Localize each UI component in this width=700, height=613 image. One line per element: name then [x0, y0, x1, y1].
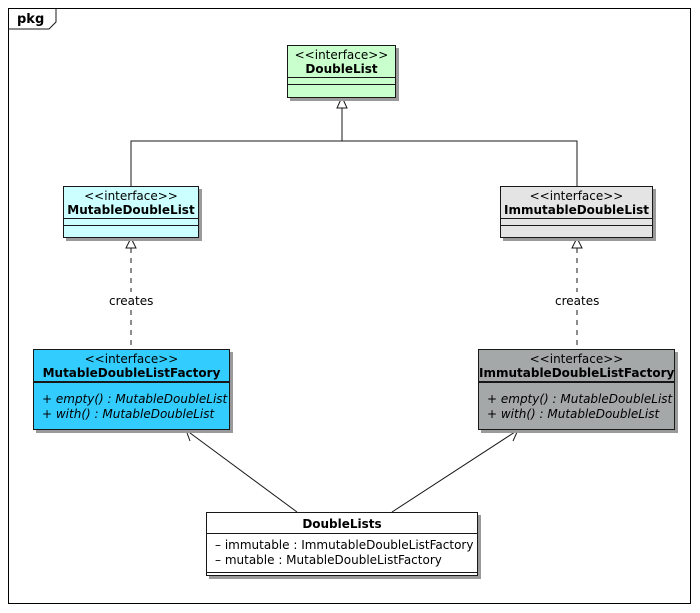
operations-compartment: + empty() : MutableDoubleList + with() :…: [34, 382, 229, 425]
immutable-double-list-class: <<interface>> ImmutableDoubleList: [500, 186, 653, 238]
generalization-line-left: [130, 108, 343, 186]
class-name: DoubleLists: [302, 517, 382, 531]
class-name: MutableDoubleListFactory: [42, 366, 221, 380]
operation-with: + with() : MutableDoubleList: [487, 407, 660, 421]
operations-compartment: [207, 572, 477, 573]
generalization-line-right: [342, 140, 578, 186]
class-name: ImmutableDoubleList: [504, 203, 649, 217]
association-line-mutable-factory: [185, 429, 298, 513]
class-name: MutableDoubleList: [67, 203, 195, 217]
operations-compartment: [64, 225, 198, 226]
class-stereotype: <<interface>>: [529, 352, 624, 366]
creates-label-left: creates: [109, 294, 154, 308]
generalization-arrowhead-doublelist: [336, 95, 348, 109]
double-list-class: <<interface>> DoubleList: [287, 45, 396, 98]
attributes-compartment: – immutable : ImmutableDoubleListFactory…: [207, 533, 477, 572]
class-name: ImmutableDoubleListFactory: [479, 366, 675, 380]
operations-compartment: [288, 84, 395, 85]
operation-empty: + empty() : MutableDoubleList: [42, 392, 228, 406]
mutable-double-list-class: <<interface>> MutableDoubleList: [63, 186, 199, 238]
association-line-immutable-factory: [391, 429, 519, 513]
class-stereotype: <<interface>>: [84, 352, 179, 366]
operation-empty: + empty() : MutableDoubleList: [487, 392, 673, 406]
operations-compartment: + empty() : MutableDoubleList + with() :…: [479, 382, 674, 425]
operation-with: + with() : MutableDoubleList: [42, 407, 215, 421]
realization-arrowhead-mutable: [125, 236, 137, 249]
package-label: pkg: [17, 12, 45, 27]
package-frame: [8, 8, 691, 604]
association-arrowhead-mutable-factory: [185, 429, 198, 442]
class-stereotype: <<interface>>: [84, 189, 178, 203]
creates-label-right: creates: [555, 294, 600, 308]
operations-compartment: [501, 225, 652, 226]
attributes-compartment: [288, 77, 395, 84]
immutable-double-list-factory-class: <<interface>> ImmutableDoubleListFactory…: [478, 349, 675, 430]
attribute-mutable: – mutable : MutableDoubleListFactory: [215, 553, 442, 567]
attributes-compartment: [501, 218, 652, 225]
attributes-compartment: [479, 381, 674, 388]
double-lists-class: DoubleLists – immutable : ImmutableDoubl…: [206, 512, 478, 576]
realization-arrowhead-immutable: [571, 236, 583, 249]
class-stereotype: <<interface>>: [294, 48, 389, 62]
class-name: DoubleList: [305, 62, 378, 76]
attributes-compartment: [34, 381, 229, 388]
package-tab: [8, 8, 57, 30]
attributes-compartment: [64, 218, 198, 225]
attribute-immutable: – immutable : ImmutableDoubleListFactory: [215, 538, 474, 552]
mutable-double-list-factory-class: <<interface>> MutableDoubleListFactory +…: [33, 349, 230, 430]
class-stereotype: <<interface>>: [529, 189, 624, 203]
association-arrowhead-immutable-factory: [506, 429, 519, 442]
